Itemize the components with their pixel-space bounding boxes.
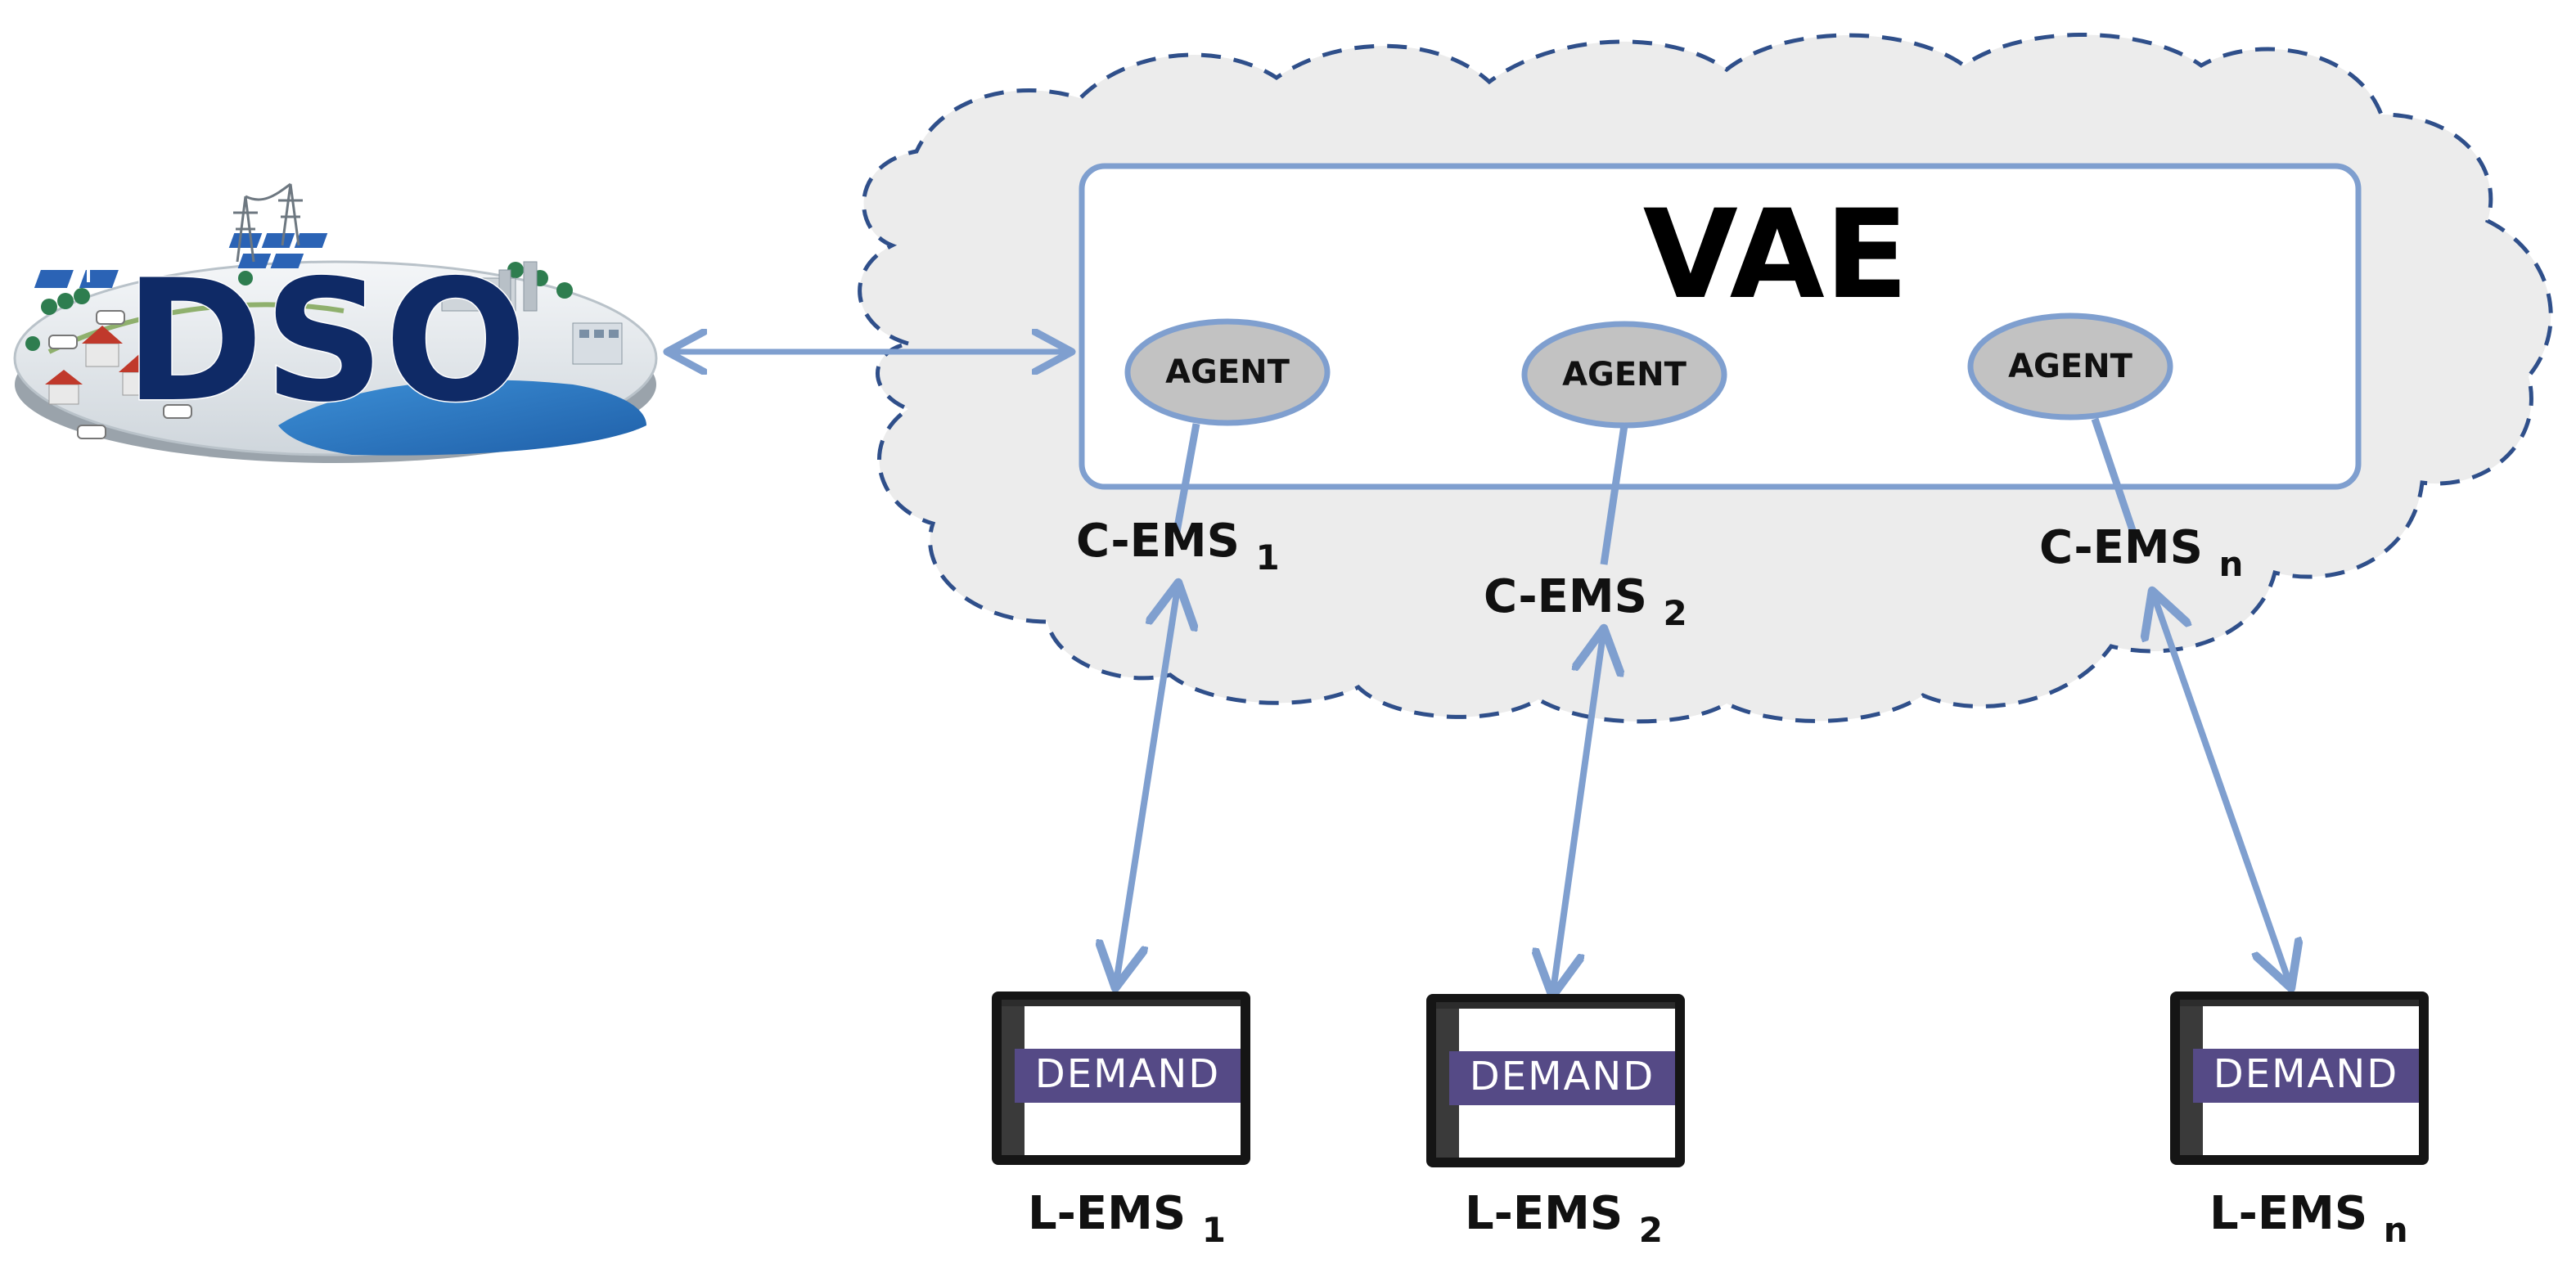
- cems-2-lems-2-arrow: [1552, 628, 1604, 996]
- device-1: DEMAND: [992, 991, 1250, 1165]
- agent-3-label: AGENT: [2008, 348, 2133, 385]
- wind-turbine-icon: [74, 209, 106, 282]
- dso-label: DSO: [124, 245, 527, 439]
- l-ems-2-sub: 2: [1639, 1210, 1663, 1250]
- device-n-logo-banner: [2193, 1049, 2419, 1103]
- solar-panels-icon: [34, 233, 328, 288]
- l-ems-1-label: L-EMS 1: [1028, 1187, 1226, 1250]
- agent-2: AGENT: [1521, 321, 1727, 429]
- agent-2-label: AGENT: [1562, 356, 1687, 393]
- l-ems-1-sub: 1: [1202, 1210, 1226, 1250]
- cems-1-lems-1-arrow: [1115, 582, 1178, 988]
- houses-icon: [45, 322, 623, 405]
- agent-1-label: AGENT: [1165, 353, 1290, 391]
- agent-3: AGENT: [1967, 313, 2173, 420]
- c-ems-1-label: C-EMS 1: [1076, 515, 1280, 578]
- agent-1: AGENT: [1124, 318, 1331, 426]
- l-ems-1-base: L-EMS: [1028, 1187, 1186, 1240]
- l-ems-n-label: L-EMS n: [2209, 1187, 2408, 1250]
- device-2: DEMAND: [1426, 994, 1685, 1167]
- c-ems-n-label: C-EMS n: [2039, 521, 2243, 584]
- c-ems-2-label: C-EMS 2: [1484, 570, 1687, 633]
- c-ems-n-base: C-EMS: [2039, 521, 2203, 574]
- l-ems-2-base: L-EMS: [1465, 1187, 1623, 1240]
- cars-icon: [48, 310, 192, 439]
- c-ems-1-sub: 1: [1255, 537, 1279, 578]
- l-ems-n-base: L-EMS: [2209, 1187, 2367, 1240]
- vae-title: VAE: [1643, 184, 1908, 326]
- power-plant-icon: [441, 261, 538, 312]
- c-ems-1-base: C-EMS: [1076, 515, 1240, 568]
- device-2-logo-banner: [1449, 1051, 1675, 1105]
- device-1-logo: DEMAND: [1035, 1051, 1220, 1097]
- agent-2-connector: [1600, 425, 1628, 565]
- l-ems-2-label: L-EMS 2: [1465, 1187, 1663, 1250]
- device-2-logo: DEMAND: [1470, 1054, 1655, 1099]
- cems-n-lems-n-arrow: [2152, 591, 2291, 988]
- device-1-logo-banner: [1015, 1049, 1241, 1103]
- trees-icon: [25, 262, 573, 351]
- c-ems-2-sub: 2: [1663, 593, 1687, 633]
- l-ems-n-sub: n: [2384, 1210, 2408, 1250]
- device-n-logo: DEMAND: [2213, 1051, 2398, 1097]
- c-ems-2-base: C-EMS: [1484, 570, 1647, 623]
- agent-1-connector: [1173, 423, 1200, 533]
- agent-3-connector: [2091, 417, 2140, 542]
- device-n: DEMAND: [2170, 991, 2429, 1165]
- power-pylons-icon: [233, 182, 303, 263]
- c-ems-n-sub: n: [2218, 544, 2243, 584]
- dso-illustration: DSO: [13, 182, 658, 463]
